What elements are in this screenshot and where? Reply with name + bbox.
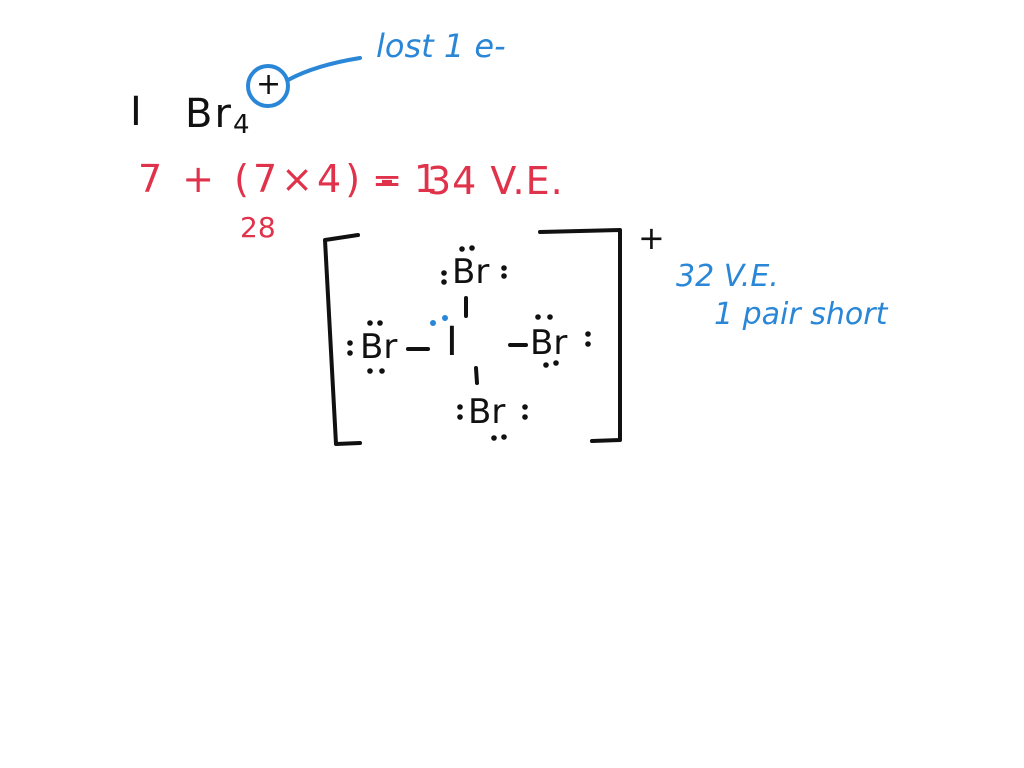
connector-line — [286, 56, 362, 82]
right-br-atom: Br — [530, 323, 568, 363]
central-blue-pair — [430, 315, 448, 326]
ve-note: 32 V.E. — [676, 259, 779, 294]
central-i-atom: I — [446, 319, 458, 365]
equation-expression: 7 + (7×4) - 1 — [138, 157, 443, 201]
left-br-lone-pairs — [347, 320, 385, 374]
left-bracket — [323, 233, 362, 446]
equation-result: 34 V.E. — [427, 159, 564, 203]
equation-subtotal: 28 — [240, 211, 276, 244]
formula-ligand: Br — [185, 91, 233, 137]
bond-bottom — [474, 366, 479, 385]
right-br-lone-pairs — [535, 314, 591, 368]
pair-short-note: 1 pair short — [714, 297, 888, 332]
left-br-atom: Br — [360, 327, 398, 367]
top-br-atom: Br — [452, 252, 490, 292]
lost-electron-note: lost 1 e- — [376, 27, 506, 65]
formula-central-atom: I — [130, 89, 144, 135]
charge-circle — [246, 64, 290, 108]
right-bracket — [538, 228, 622, 443]
bottom-br-atom: Br — [468, 392, 506, 432]
formula-subscript: 4 — [233, 110, 250, 140]
top-br-lone-pairs — [441, 245, 507, 285]
equation-equals: = — [372, 160, 403, 201]
bracket-charge: + — [638, 219, 665, 257]
formula-charge: + — [256, 67, 282, 102]
bottom-br-lone-pairs — [457, 404, 528, 441]
